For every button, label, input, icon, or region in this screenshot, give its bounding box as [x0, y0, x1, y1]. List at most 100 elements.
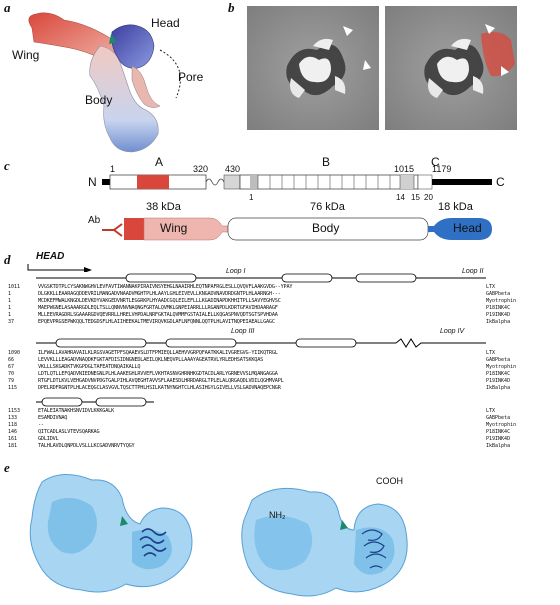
- alignment-row-number: 1: [8, 291, 12, 297]
- alignment-sequence-row: DPELRDFRGNTPLHLACEQGCLASVGVLTQSCTTPHLHSI…: [38, 385, 281, 391]
- panel-e-left-map: [29, 474, 193, 593]
- panel-e-right-map: [241, 487, 408, 597]
- alignment-protein-name: P18INK4C: [486, 371, 511, 377]
- body-segment-label: Body: [312, 221, 340, 235]
- panel-a-letter: a: [4, 0, 11, 15]
- alignment-sequence-row: MCDKEFMWALKNGDLDEVKDYVAKGEDVNRTLEGGRKPLH…: [38, 298, 281, 304]
- alignment-row-number: 161: [8, 436, 18, 442]
- head-arrow-icon: [84, 267, 92, 272]
- alignment-sequence-row: MLLEEVRAGDRLSGAAARGDVQEVRRLLHRELVHPDALNR…: [38, 312, 278, 318]
- alignment-sequence-row: QITCADLASLVTEVSQARKAG: [38, 429, 100, 435]
- alignment-protein-name: IkBalpha: [486, 443, 511, 449]
- alignment-protein-name: GABPbeta: [486, 357, 511, 363]
- alignment-protein-name: GABPbeta: [486, 291, 511, 297]
- antibody-label: Ab: [88, 215, 101, 226]
- wing-label: Wing: [12, 48, 40, 62]
- alignment-row-number: 118: [8, 422, 18, 428]
- mass-wing: 38 kDa: [146, 201, 181, 213]
- alignment-sequence-row: ETALEIATNAKHSNVIDVLKKKGALK: [38, 408, 115, 414]
- alignment-block-3: 1153ETALEIATNAKHSNVIDVLKKKGALKETALEIATNA…: [0, 408, 560, 450]
- domain-c-label: C: [431, 155, 440, 169]
- pos-1015: 1015: [394, 164, 415, 174]
- alignment-row-number: 133: [8, 415, 18, 421]
- alignment-sequence-row: LEVVKLLLEAGADVNAQDKFGKTAFDISIDNGNEDLAEIL…: [38, 357, 264, 363]
- alignment-protein-name: Myotrophin: [486, 298, 517, 304]
- panel-b-letter: b: [228, 0, 235, 15]
- loop-1-label: Loop I: [226, 268, 246, 275]
- domain-a-block: [137, 175, 169, 189]
- panel-c-letter: c: [4, 158, 10, 173]
- alignment-sequence-row: VKLLLSKGADKTVKGPDGLTAFEATDNQAIKALLQ: [38, 364, 141, 370]
- alignment-row-number: 37: [8, 319, 15, 325]
- alignment-protein-name: IkBalpha: [486, 319, 511, 325]
- alignment-protein-name: GABPbeta: [486, 415, 511, 421]
- alignment-protein-name: P18INK4C: [486, 429, 511, 435]
- alignment-protein-name: P19INK4D: [486, 378, 511, 384]
- alignment-sequence-row: TALHLAVDLQNPDLVSLLLKCGADVNRVTYQGY: [38, 443, 135, 449]
- alignment-row-number: 1: [8, 312, 12, 318]
- alignment-row-number: 181: [8, 443, 18, 449]
- alignment-sequence-row: LDTLQTLLEFQADVNIEDNEGNLPLHLAAKEGHLRVVEFL…: [38, 371, 278, 377]
- alignment-protein-name: Myotrophin: [486, 364, 517, 370]
- wing-segment-label: Wing: [160, 221, 188, 235]
- coil-trace: [361, 529, 387, 569]
- em-image-right: [385, 6, 517, 130]
- alignment-sequence-row: ILFWALLAVAHRAVAILKLRGSVAGETPFSQAAEVSLDTF…: [38, 350, 278, 356]
- wing-overlay-shape: [481, 32, 515, 77]
- terminal-n: N: [88, 175, 97, 189]
- mass-head: 18 kDa: [438, 201, 473, 213]
- pore-outline: [159, 49, 181, 99]
- alignment-protein-name: P18INK4C: [486, 305, 511, 311]
- pos-430: 430: [225, 164, 241, 174]
- pore-label: Pore: [178, 70, 204, 84]
- nh2-label: NH₂: [269, 510, 286, 520]
- secondary-structure-block-2: [36, 338, 486, 348]
- body-domain-shape: [89, 45, 159, 153]
- alignment-row-number: 1153: [8, 408, 21, 414]
- panel-e-letter: e: [4, 460, 10, 475]
- alignment-protein-name: P19INK4D: [486, 312, 511, 318]
- repeat-20: 20: [424, 193, 433, 202]
- head-arrow-label: HEAD: [36, 251, 65, 262]
- panel-a-3d-map: [28, 12, 181, 153]
- green-arrowhead-marker-left: [120, 516, 128, 526]
- head-label: Head: [151, 16, 180, 30]
- alignment-protein-name: IkBalpha: [486, 385, 511, 391]
- loop-4-label: Loop IV: [440, 328, 465, 335]
- loop-4-zigzag: [395, 338, 486, 348]
- alignment-row-number: 1: [8, 298, 12, 304]
- repeat-15: 15: [411, 193, 420, 202]
- alignment-sequence-row: --: [38, 422, 44, 428]
- domain-b-label: B: [322, 155, 331, 169]
- domain-diagram: [102, 174, 492, 190]
- alignment-row-number: 70: [8, 371, 15, 377]
- repeat-14: 14: [396, 193, 405, 202]
- head-domain-shape: [111, 24, 155, 69]
- alignment-row-number: 66: [8, 357, 15, 363]
- alignment-sequence-row: GDLIDVL: [38, 436, 59, 442]
- green-arrowhead-marker-right: [340, 520, 348, 530]
- segment-diagram: [102, 217, 492, 241]
- secondary-structure-block-3: [36, 397, 154, 407]
- loop-3-label: Loop III: [231, 328, 255, 335]
- alignment-protein-name: LTX: [486, 408, 496, 414]
- alignment-protein-name: Myotrophin: [486, 422, 517, 428]
- mass-body: 76 kDa: [310, 201, 345, 213]
- panel-d-letter: d: [4, 252, 11, 267]
- head-arrow: [27, 264, 92, 272]
- alignment-row-number: 115: [8, 385, 18, 391]
- alignment-sequence-row: EPQEVPRGSEPWKQQLTEDGDSFLHLAIIHEEKALTMEVI…: [38, 319, 275, 325]
- terminal-c: C: [496, 175, 505, 189]
- em-image-left: [247, 6, 379, 130]
- alignment-row-number: 1: [8, 305, 12, 311]
- pos-1: 1: [110, 164, 116, 174]
- alignment-row-number: 79: [8, 378, 15, 384]
- alignment-sequence-row: MAEPWGNELASAAARGDLEQLTSLLQNNVNVNAQNGFGRT…: [38, 305, 278, 311]
- alignment-row-number: 1011: [8, 284, 21, 290]
- alignment-sequence-row: DLGKKLLEAARAGQDDEVRILMANGADVNAADVMGHTPLH…: [38, 291, 281, 297]
- wing-segment-dark: [124, 218, 144, 240]
- body-label: Body: [85, 93, 113, 107]
- alignment-protein-name: P19INK4D: [486, 436, 511, 442]
- loop-2-label: Loop II: [462, 268, 484, 275]
